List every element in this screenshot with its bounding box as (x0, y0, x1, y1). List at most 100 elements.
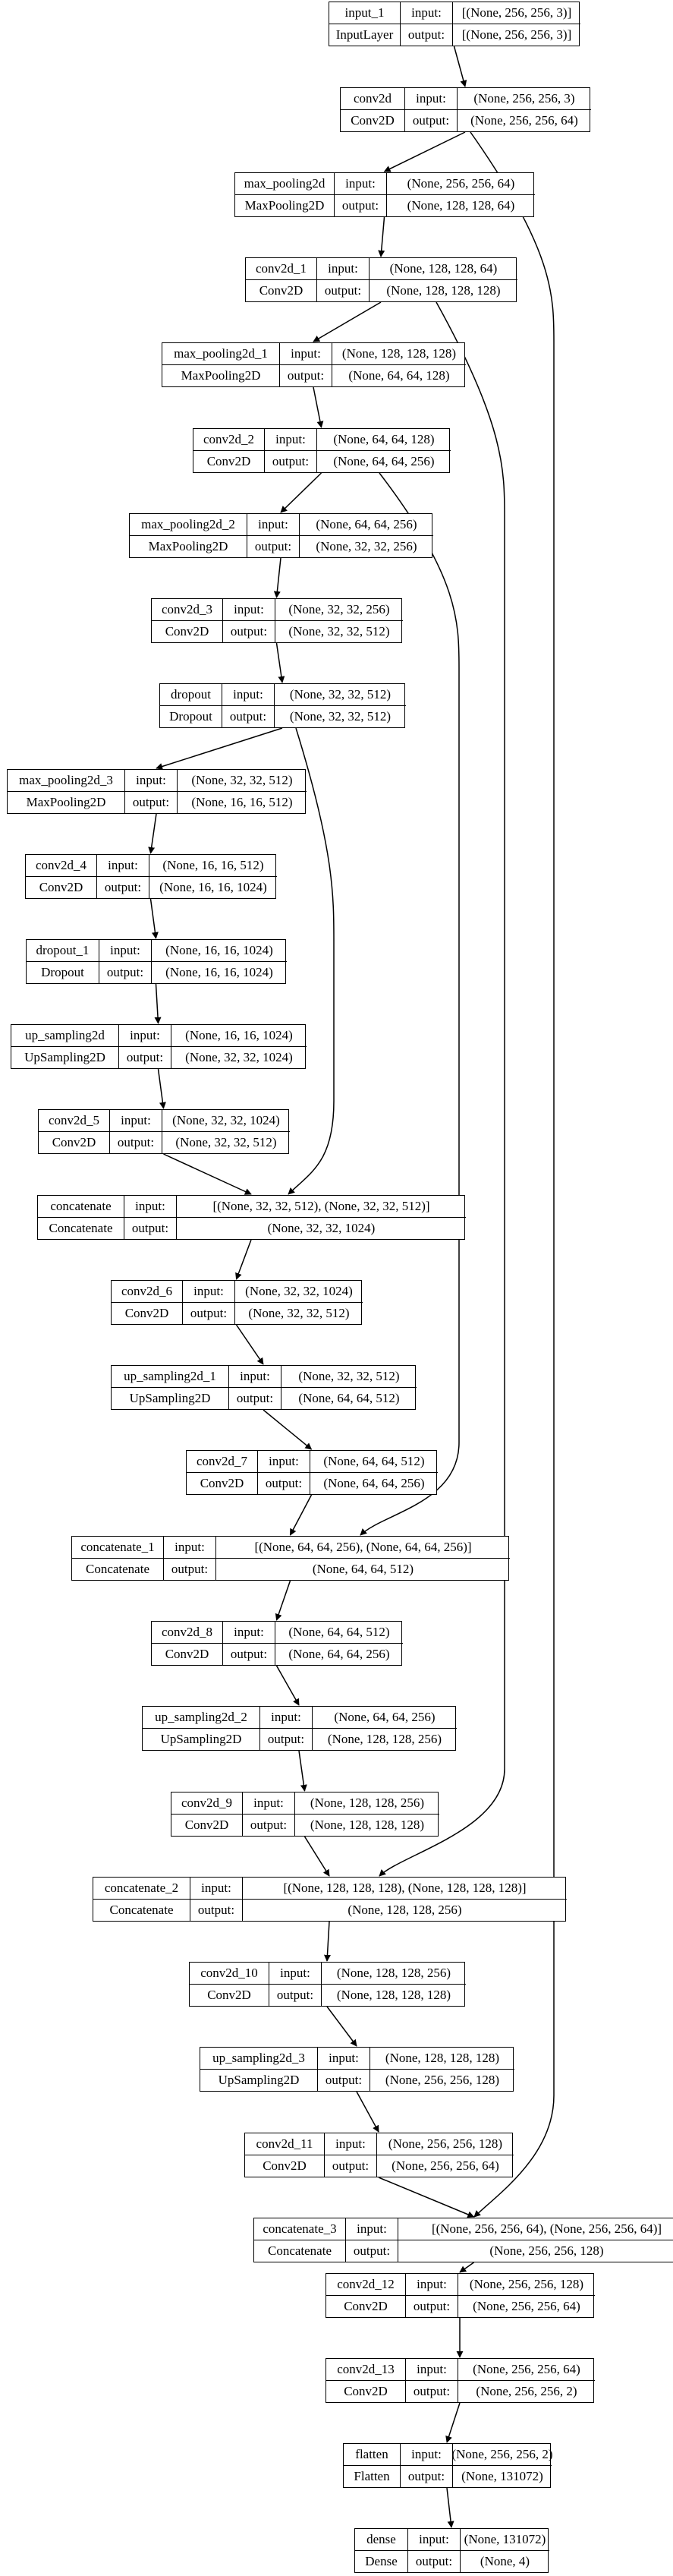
input-shape: (None, 256, 256, 2) (451, 2444, 553, 2466)
output-label: output: (119, 1046, 171, 1068)
layer-type: Conv2D (190, 1984, 269, 2006)
input-shape: (None, 32, 32, 1024) (235, 1281, 363, 1303)
layer-name: conv2d_9 (171, 1792, 243, 1815)
edge-conv2d-1-to-concatenate-2 (379, 301, 505, 1877)
output-shape: (None, 32, 32, 512) (248, 1306, 350, 1321)
output-shape: (None, 256, 256, 2) (476, 2384, 577, 2399)
output-shape: (None, 32, 32, 512) (289, 709, 392, 724)
edge-conv2d-6-to-up-sampling2d-1 (235, 1324, 264, 1365)
output-label: output: (99, 961, 152, 983)
input-shape: (None, 16, 16, 1024) (171, 1025, 307, 1047)
output-label: output: (317, 279, 370, 301)
edge-max-pooling2d-3-to-conv2d-4 (148, 813, 157, 854)
layer-name: conv2d_8 (152, 1622, 223, 1644)
edge-conv2d-to-concatenate-3 (470, 131, 555, 2218)
output-label: output: (124, 1217, 177, 1239)
output-label: output: (269, 1984, 322, 2006)
output-shape: (None, 128, 128, 64) (407, 198, 515, 213)
layer-name: concatenate_3 (254, 2218, 346, 2240)
output-label: output: (406, 2380, 458, 2402)
input-label: input: (99, 940, 152, 962)
layer-name: conv2d_2 (193, 429, 265, 451)
edge-concatenate-1-to-conv2d-8 (275, 1580, 291, 1621)
output-label: output: (265, 450, 317, 472)
output-shape: (None, 32, 32, 1024) (267, 1221, 376, 1236)
input-shape: (None, 131072) (461, 2529, 549, 2551)
output-shape: (None, 64, 64, 256) (333, 454, 435, 469)
input-label: input: (243, 1792, 295, 1815)
input-label: input: (222, 684, 275, 706)
layer-name: up_sampling2d (11, 1025, 119, 1047)
layer-name: conv2d_13 (326, 2359, 406, 2381)
layer-type: Conv2D (112, 1302, 183, 1324)
edge-flatten-to-dense (446, 2487, 454, 2528)
edge-conv2d-10-to-up-sampling2d-3 (326, 2006, 357, 2047)
input-label: input: (247, 514, 300, 536)
edge-dropout-to-concatenate (288, 727, 335, 1195)
output-shape: (None, 32, 32, 512) (288, 624, 390, 639)
layer-type: UpSampling2D (200, 2069, 318, 2091)
layer-type: Conv2D (171, 1814, 243, 1836)
edge-up-sampling2d-to-conv2d-5 (157, 1068, 166, 1109)
input-label: input: (335, 173, 387, 195)
output-shape: (None, 64, 64, 256) (288, 1647, 390, 1662)
output-shape: (None, 4) (480, 2554, 530, 2569)
input-shape: (None, 64, 64, 256) (313, 1707, 457, 1729)
layer-type: MaxPooling2D (8, 791, 125, 813)
output-shape: (None, 16, 16, 1024) (159, 880, 267, 895)
edge-up-sampling2d-2-to-conv2d-9 (298, 1750, 307, 1792)
input-shape: (None, 32, 32, 1024) (162, 1110, 290, 1132)
layer-type: Conv2D (341, 109, 405, 131)
layer-name: max_pooling2d_1 (162, 343, 280, 365)
output-shape: (None, 128, 128, 256) (348, 1903, 462, 1918)
input-shape: (None, 32, 32, 512) (178, 770, 307, 792)
layer-name: conv2d_4 (26, 855, 97, 877)
output-label: output: (223, 1643, 275, 1665)
layer-type: Dropout (160, 705, 222, 727)
layer-type: Concatenate (93, 1899, 190, 1921)
input-shape: [(None, 256, 256, 64), (None, 256, 256, … (398, 2218, 673, 2240)
layer-type: Dropout (27, 961, 99, 983)
layer-type: Concatenate (72, 1558, 164, 1580)
layer-type: Concatenate (254, 2240, 346, 2262)
edge-max-pooling2d-to-conv2d-1 (378, 216, 385, 257)
layer-name: up_sampling2d_1 (112, 1366, 229, 1388)
input-shape: (None, 256, 256, 64) (387, 173, 535, 195)
output-shape: (None, 32, 32, 1024) (185, 1050, 293, 1065)
layer-name: conv2d_5 (39, 1110, 110, 1132)
output-shape: (None, 256, 256, 64) (470, 113, 578, 128)
input-label: input: (223, 1622, 275, 1644)
edge-conv2d-11-to-concatenate-3 (378, 2177, 475, 2218)
output-shape: (None, 256, 256, 128) (385, 2073, 500, 2088)
layer-name: conv2d_11 (245, 2133, 325, 2155)
layer-name: concatenate (38, 1196, 124, 1218)
edge-conv2d-9-to-concatenate-2 (303, 1836, 330, 1877)
input-shape: (None, 256, 256, 64) (458, 2359, 595, 2381)
output-shape: (None, 131072) (461, 2469, 543, 2484)
input-label: input: (408, 2529, 461, 2551)
input-label: input: (317, 258, 370, 280)
input-label: input: (406, 2274, 458, 2296)
edge-concatenate-2-to-conv2d-10 (323, 1921, 331, 1962)
layer-name: flatten (344, 2444, 401, 2466)
input-shape: (None, 64, 64, 512) (310, 1451, 438, 1473)
input-shape: (None, 128, 128, 256) (295, 1792, 439, 1815)
output-shape: (None, 256, 256, 64) (392, 2158, 499, 2174)
output-label: output: (318, 2069, 370, 2091)
output-label: output: (401, 2465, 453, 2487)
output-shape: (None, 256, 256, 128) (489, 2243, 604, 2259)
output-label: output: (222, 705, 275, 727)
layer-type: InputLayer (329, 24, 401, 46)
input-label: input: (265, 429, 317, 451)
output-shape: (None, 16, 16, 1024) (165, 965, 273, 980)
edge-conv2d-2-to-max-pooling2d-2 (280, 472, 322, 513)
edge-max-pooling2d-2-to-conv2d-3 (273, 557, 281, 598)
input-shape: (None, 256, 256, 128) (458, 2274, 595, 2296)
